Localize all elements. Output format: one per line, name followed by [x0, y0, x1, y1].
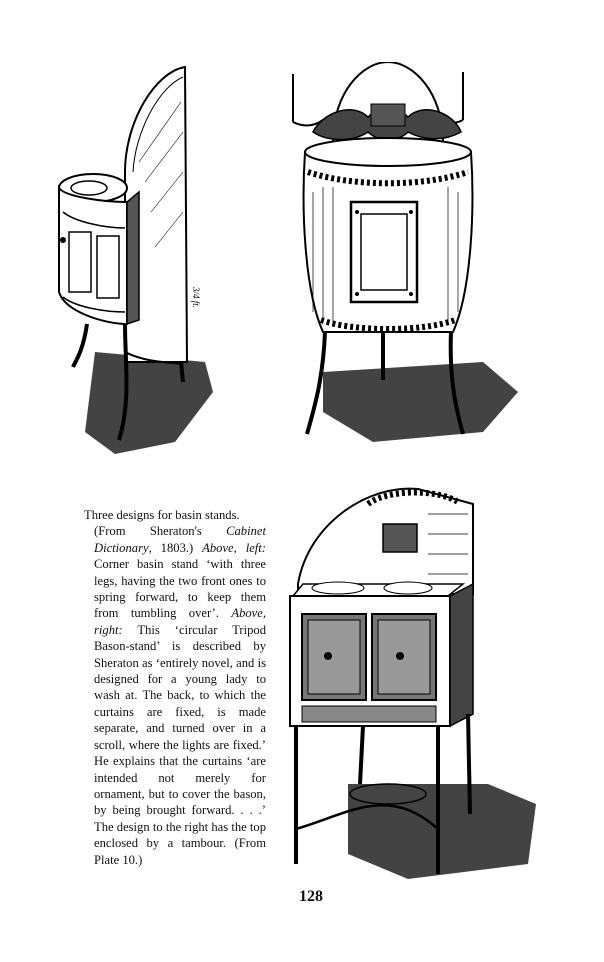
caption-text-b: , 1803.): [148, 540, 203, 555]
corner-stand-inscription: 3/4 ft.: [191, 286, 201, 308]
caption-first-line: Three designs for basin stands.: [84, 508, 240, 522]
caption-title-cabinet-dictionary: Cabinet Dictionary: [94, 524, 266, 555]
page-number: 128: [299, 888, 323, 905]
caption-text-d: This ‘circular Tripod Bason-stand’ is de…: [94, 622, 266, 867]
caption-text-c: Corner basin stand ‘with three legs, hav…: [94, 557, 266, 621]
tambour-basin-stand-engraving: [288, 484, 538, 884]
tripod-bason-stand-drawing: [292, 60, 518, 442]
corner-basin-stand-drawing: 3/4 ft.: [58, 65, 213, 454]
caption-label-above-left: Above, left:: [202, 540, 266, 555]
corner-basin-stand-engraving: 3/4 ft.: [55, 62, 215, 462]
figure-caption: Three designs for basin stands. (From Sh…: [84, 507, 266, 868]
caption-text-a: (From Sheraton's: [94, 524, 227, 539]
tripod-bason-stand-engraving: [283, 60, 523, 457]
tambour-basin-stand-drawing: [289, 487, 536, 879]
caption-label-above-right: Above, right:: [94, 606, 266, 637]
